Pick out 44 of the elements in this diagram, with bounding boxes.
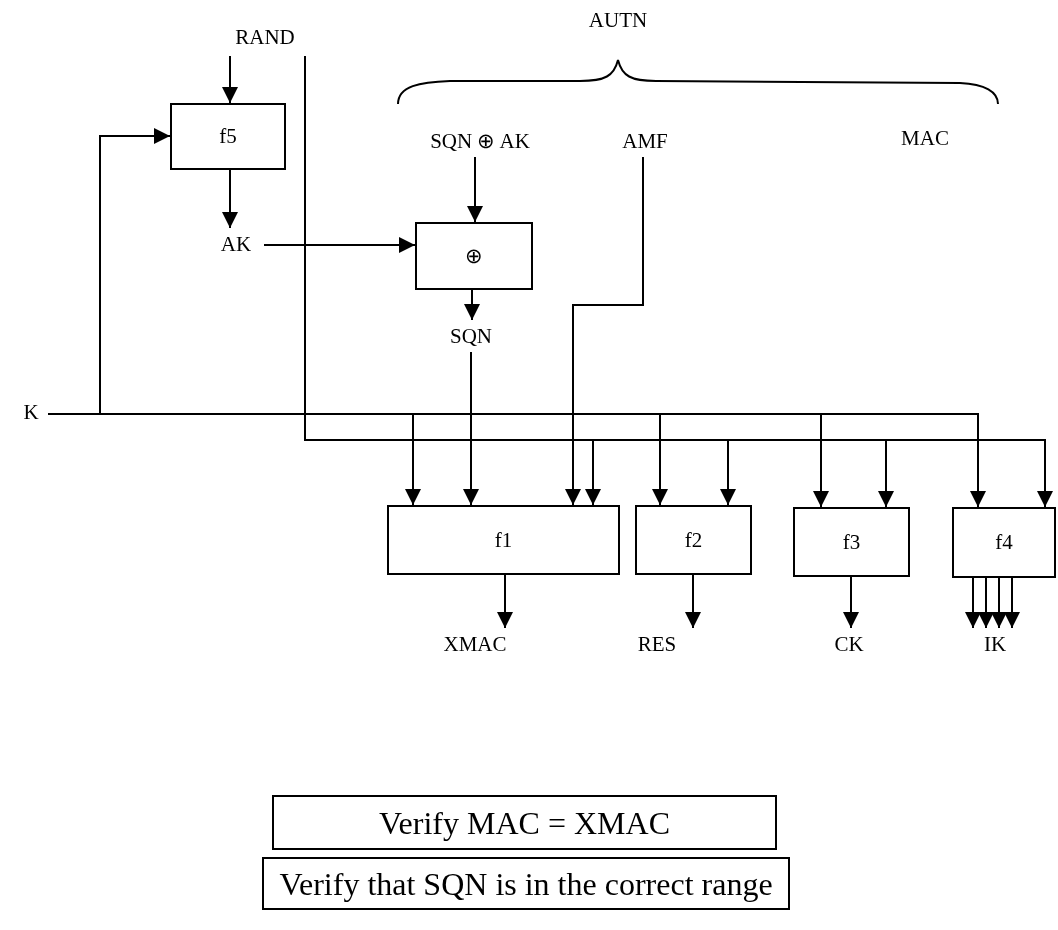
box-label: f2 <box>684 529 703 551</box>
box-label: ⊕ <box>465 245 483 267</box>
arrow <box>497 574 513 629</box>
signal-label: XMAC <box>443 633 507 655</box>
arrow <box>843 576 859 629</box>
box-label: Verify that SQN is in the correct range <box>279 867 773 900</box>
signal-label <box>272 795 777 850</box>
arrow <box>978 577 994 629</box>
signal-label: RAND <box>235 26 295 48</box>
arrow <box>991 577 1007 629</box>
signal-label: CK <box>834 633 864 655</box>
box-label: f4 <box>995 532 1013 553</box>
arrow <box>463 351 479 506</box>
box-label: Verify MAC = XMAC <box>379 806 670 839</box>
signal-label <box>387 505 620 575</box>
signal-label: AMF <box>622 130 668 152</box>
function-box <box>952 507 1056 578</box>
signal-label <box>793 507 910 577</box>
function-box <box>415 222 533 290</box>
arrow <box>965 577 981 629</box>
arrow <box>464 289 480 321</box>
box-label: f1 <box>494 529 513 551</box>
arrow <box>47 413 986 508</box>
arrow <box>222 169 238 229</box>
signal-label: SQN ⊕ AK <box>430 130 530 152</box>
arrow <box>467 156 483 223</box>
signal-label: AK <box>220 233 252 255</box>
arrow <box>222 55 238 104</box>
arrow <box>304 55 1053 508</box>
arrow <box>685 574 701 629</box>
signal-label <box>635 505 752 575</box>
signal-label <box>170 103 286 170</box>
field-label: MAC <box>901 128 949 149</box>
signal-label: K <box>23 401 39 423</box>
arrow <box>1004 577 1020 629</box>
signal-label: IK <box>983 633 1007 655</box>
signal-label: RES <box>637 633 677 655</box>
box-label: f3 <box>842 531 861 553</box>
field-label: AUTN <box>588 10 648 31</box>
arrow <box>565 156 644 506</box>
arrow <box>263 237 416 253</box>
signal-label <box>262 857 790 910</box>
signal-label: SQN <box>450 325 492 347</box>
box-label: f5 <box>219 126 237 147</box>
